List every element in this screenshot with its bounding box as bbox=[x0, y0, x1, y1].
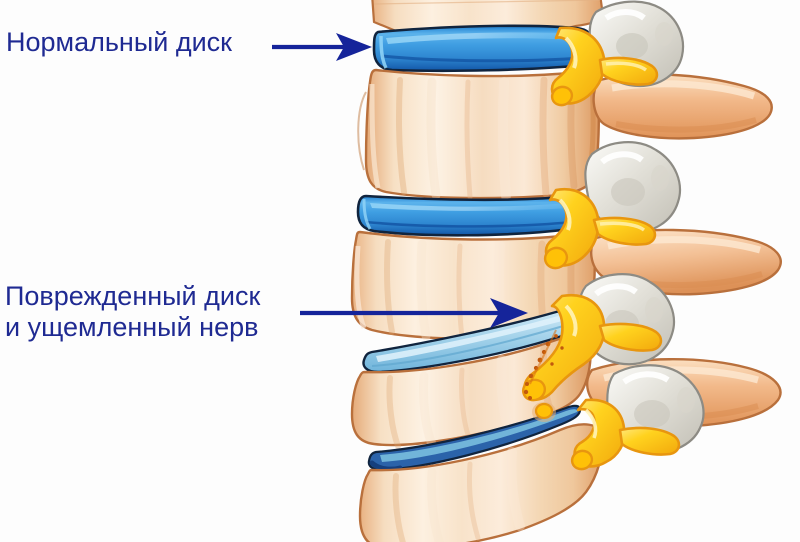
label-damaged-line-1: Поврежденный диск bbox=[5, 281, 261, 311]
label-damaged-disc-pinched-nerve: Поврежденный диск и ущемленный нерв bbox=[5, 281, 260, 343]
spinal-nerve-root-1 bbox=[550, 26, 659, 107]
spinal-nerve-nub bbox=[532, 402, 556, 422]
spinal-nerve-root-2 bbox=[543, 187, 657, 270]
spinal-nerve-root-pinched bbox=[521, 293, 663, 402]
label-normal-disc: Нормальный диск bbox=[6, 27, 232, 57]
intervertebral-disc-collapsed bbox=[367, 404, 582, 472]
intervertebral-disc-normal-middle bbox=[356, 194, 592, 237]
vertebral-body-2 bbox=[364, 68, 600, 201]
arrow-damaged-disc bbox=[300, 298, 528, 328]
label-damaged-line-2: и ущемленный нерв bbox=[5, 312, 259, 342]
spinal-nerve-root-4 bbox=[570, 398, 681, 471]
intervertebral-disc-normal-upper bbox=[372, 24, 594, 73]
facet-joint-cartilage-2 bbox=[584, 141, 682, 234]
vertebral-body-2-edge bbox=[357, 91, 367, 171]
spinous-process-1 bbox=[592, 73, 773, 140]
vertebral-body-5 bbox=[358, 423, 604, 542]
arrow-normal-disc bbox=[272, 33, 372, 61]
